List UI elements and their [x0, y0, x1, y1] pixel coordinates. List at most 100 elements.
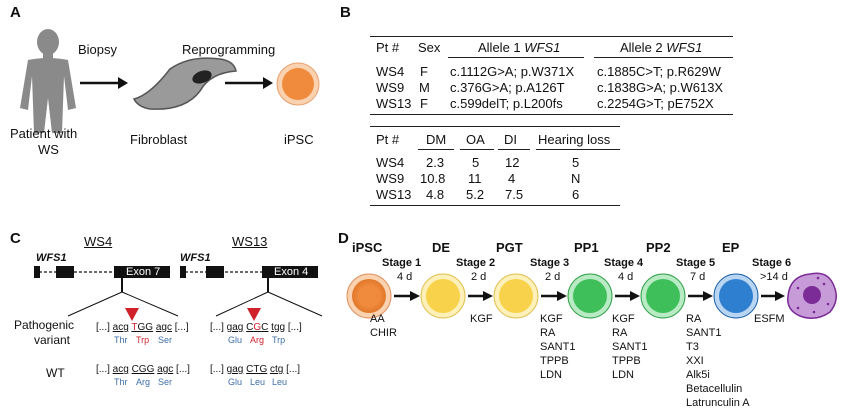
ws4-mut-aa2: Trp: [136, 335, 150, 345]
beta-cell-icon: [787, 272, 837, 319]
t2-r3-hl: 6: [572, 187, 580, 202]
t2-header-hearing: Hearing loss: [538, 132, 611, 147]
t1-r1-a1: c.1112G>A; p.W371X: [450, 64, 575, 79]
t2-r2-oa: 11: [468, 171, 482, 186]
wt-label: WT: [46, 366, 65, 380]
panel-c-label: C: [10, 230, 21, 247]
t1-r2-pt: WS9: [376, 80, 405, 95]
t1-r2-a2: c.1838G>A; p.W613X: [597, 80, 724, 95]
ws13-gene-label: WFS1: [180, 252, 211, 264]
stage-6-factors: ESFM: [754, 313, 785, 325]
t2-r3-dm: 4.8: [426, 187, 445, 202]
stage-3-days: 2 d: [545, 271, 561, 283]
ws4-title: WS4: [84, 234, 113, 249]
stage-1-days: 4 d: [397, 271, 413, 283]
ws13-wt-aa2: Leu: [250, 377, 266, 387]
stage-6-label: Stage 6: [752, 257, 792, 269]
cell-name-de: DE: [432, 240, 451, 255]
ws4-mutation-marker-icon: [125, 308, 139, 321]
cell-name-pp1: PP1: [574, 240, 599, 255]
pp2-cell-icon: [640, 273, 686, 319]
ws13-mutation-marker-icon: [247, 308, 261, 321]
stage-1-label: Stage 1: [382, 257, 422, 269]
t1-header-allele1: Allele 1 WFS1: [478, 40, 561, 55]
ws13-wt-aa1: Glu: [228, 377, 243, 387]
stage-2-days: 2 d: [471, 271, 487, 283]
ws13-gene-map: [180, 266, 323, 317]
t1-header-allele2: Allele 2 WFS1: [620, 40, 703, 55]
t1-r2-a1: c.376G>A; p.A126T: [450, 80, 565, 95]
t1-r3-pt: WS13: [376, 96, 412, 111]
ws13-title: WS13: [232, 234, 268, 249]
ws13-exon-label: Exon 4: [274, 266, 309, 278]
t1-r3-a1: c.599delT; p.L200fs: [450, 96, 563, 111]
stage-4-days: 4 d: [618, 271, 634, 283]
ws4-wt-aa1: Thr: [114, 377, 128, 387]
stage-2-factors: KGF: [470, 313, 493, 325]
stage-6-days: >14 d: [760, 271, 788, 283]
cell-name-pgt: PGT: [496, 240, 523, 255]
patient-label: Patient with: [10, 126, 78, 141]
ws13-mut-aa1: Glu: [228, 335, 243, 345]
panel-d-label: D: [338, 230, 349, 247]
ws13-mut-seq: [...] gag CGC tgg [...]: [210, 322, 302, 333]
t2-r3-pt: WS13: [376, 187, 412, 202]
t2-header-dm: DM: [426, 132, 447, 147]
t1-r2-sex: M: [419, 80, 430, 95]
ws4-mut-seq: [...] acg TGG agc [...]: [96, 322, 189, 333]
ws4-mut-aa3: Ser: [158, 335, 173, 345]
t2-header-pt: Pt #: [376, 132, 400, 147]
panel-b-label: B: [340, 4, 351, 21]
ws13-wt-seq: [...] gag CTG ctg [...]: [210, 364, 301, 375]
pp1-cell-icon: [567, 273, 613, 319]
t2-r2-di: 4: [508, 171, 516, 186]
biopsy-label: Biopsy: [78, 42, 118, 57]
fibroblast-label: Fibroblast: [130, 132, 188, 147]
variant-label: variant: [34, 333, 71, 347]
ws4-wt-aa2: Arg: [136, 377, 151, 387]
cell-name-pp2: PP2: [646, 240, 671, 255]
t1-r1-pt: WS4: [376, 64, 405, 79]
stage-2-label: Stage 2: [456, 257, 496, 269]
ipsc-cell-icon: [276, 62, 320, 106]
ws4-wt-aa3: Ser: [158, 377, 173, 387]
patient-label-ws: WS: [38, 142, 59, 157]
stage-4-factors: KGF RA SANT1 TPPB LDN: [612, 313, 648, 381]
ws4-wt-seq: [...] acg CGG agc [...]: [96, 364, 190, 375]
ws13-mut-aa2: Arg: [250, 335, 265, 345]
t1-r3-a2: c.2254G>T; pE752X: [597, 96, 714, 111]
t2-r1-hl: 5: [572, 155, 580, 170]
t2-r1-di: 12: [505, 155, 520, 170]
de-cell-icon: [420, 273, 466, 319]
t2-r1-pt: WS4: [376, 155, 405, 170]
patient-silhouette-icon: [20, 29, 76, 133]
t2-r1-oa: 5: [472, 155, 480, 170]
stage-5-label: Stage 5: [676, 257, 716, 269]
pgt-cell-icon: [493, 273, 539, 319]
t1-header-pt: Pt #: [376, 40, 400, 55]
t2-r2-pt: WS9: [376, 171, 405, 186]
t2-r3-di: 7.5: [505, 187, 524, 202]
reprogramming-arrow-icon: [225, 77, 273, 89]
stage-4-label: Stage 4: [604, 257, 644, 269]
ws4-gene-map: [34, 266, 179, 317]
t1-header-sex: Sex: [418, 40, 441, 55]
stage-5-days: 7 d: [690, 271, 706, 283]
panel-a-label: A: [10, 4, 21, 21]
differentiation-diagram: [346, 272, 837, 319]
t2-r2-hl: N: [571, 171, 581, 186]
t1-r1-a2: c.1885C>T; p.R629W: [597, 64, 721, 79]
t2-header-di: DI: [504, 132, 517, 147]
cell-name-ipsc: iPSC: [352, 240, 383, 255]
stage-5-factors: RA SANT1 T3 XXI Alk5i Betacellulin Latru…: [686, 313, 750, 409]
t1-r3-sex: F: [420, 96, 428, 111]
biopsy-arrow-icon: [80, 77, 128, 89]
stage-3-factors: KGF RA SANT1 TPPB LDN: [540, 313, 576, 381]
ws4-mut-aa1: Thr: [114, 335, 128, 345]
t2-r2-dm: 10.8: [420, 171, 446, 186]
pathogenic-label: Pathogenic: [14, 318, 75, 332]
ws13-mut-aa3: Trp: [272, 335, 286, 345]
ws4-gene-label: WFS1: [36, 252, 67, 264]
reprogramming-label: Reprogramming: [182, 42, 276, 57]
ep-cell-icon: [713, 273, 759, 319]
